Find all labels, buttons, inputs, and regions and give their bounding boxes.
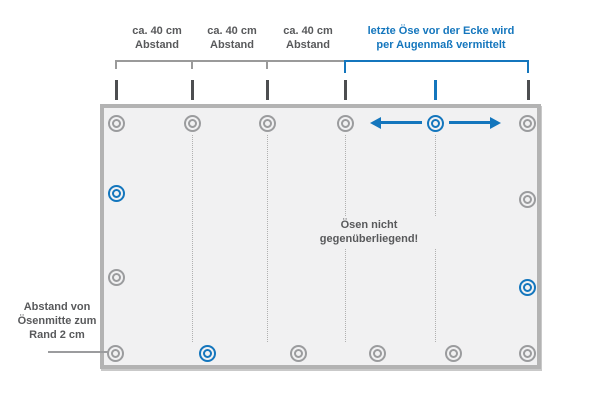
- eyelet-highlighted: [198, 344, 216, 362]
- spacing-label-2: ca. 40 cm Abstand: [207, 25, 257, 51]
- eyelet: [518, 344, 536, 362]
- bracket-tick: [344, 60, 346, 73]
- eyelet-highlighted: [107, 184, 125, 202]
- bracket-tick: [191, 60, 193, 69]
- eyelet: [368, 344, 386, 362]
- opposite-eyelets-note: Ösen nicht gegenüberliegend!: [298, 216, 440, 248]
- edge-note-leader-line: [48, 351, 108, 353]
- leader-tick: [114, 80, 118, 100]
- eyelet: [106, 344, 124, 362]
- bracket-tick: [266, 60, 268, 69]
- eyelet: [258, 114, 276, 132]
- leader-tick: [265, 80, 269, 100]
- arrow-left-icon: [370, 116, 422, 129]
- eyelet: [336, 114, 354, 132]
- eyelet: [107, 114, 125, 132]
- eyelet: [107, 268, 125, 286]
- corner-eyelet-note: letzte Öse vor der Ecke wird per Augenma…: [367, 25, 515, 51]
- bracket-tick: [115, 60, 117, 69]
- spacing-bracket-gray: [116, 60, 345, 62]
- eyelet: [518, 190, 536, 208]
- arrow-right-icon: [449, 116, 501, 129]
- eyelet: [289, 344, 307, 362]
- dotted-guideline: [267, 135, 268, 342]
- eyelet-highlighted: [518, 278, 536, 296]
- eyelet: [444, 344, 462, 362]
- leader-tick: [433, 80, 437, 100]
- spacing-label-3: ca. 40 cm Abstand: [283, 25, 333, 51]
- leader-tick: [190, 80, 194, 100]
- eyelet-highlighted: [426, 114, 444, 132]
- edge-distance-note: Abstand von Ösenmitte zum Rand 2 cm: [17, 301, 97, 341]
- spacing-label-1: ca. 40 cm Abstand: [132, 25, 182, 51]
- dotted-guideline: [192, 135, 193, 342]
- eyelet: [518, 114, 536, 132]
- eyelet: [183, 114, 201, 132]
- bracket-tick: [527, 60, 529, 73]
- leader-tick: [526, 80, 530, 100]
- leader-tick: [343, 80, 347, 100]
- spacing-bracket-blue: [345, 60, 528, 62]
